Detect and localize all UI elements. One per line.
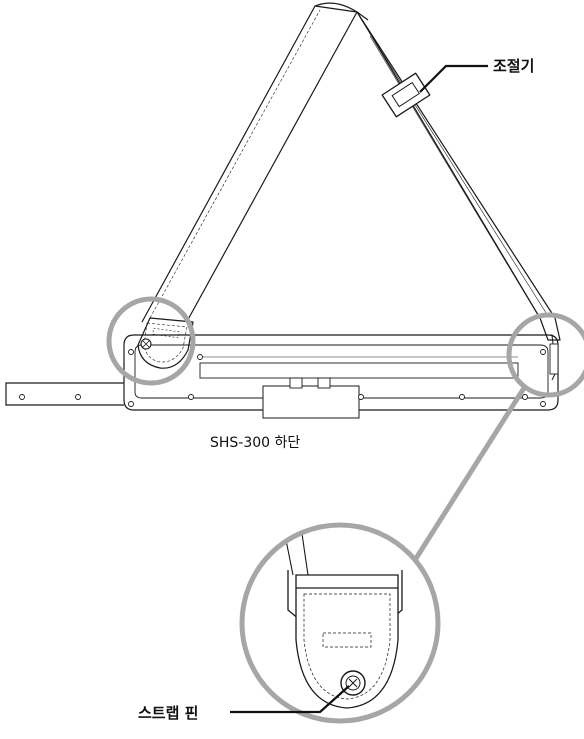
callout-circle-magnified	[239, 522, 441, 724]
instrument-neck	[5, 382, 124, 406]
instrument-inner-panel	[134, 344, 549, 399]
callout-circles-small	[106, 296, 584, 398]
strap-adjuster	[381, 72, 431, 118]
screw-dot	[358, 394, 364, 400]
instrument-connector-box	[262, 385, 360, 419]
screw-dot	[540, 349, 546, 355]
instrument-screws	[19, 349, 546, 407]
leader-lines	[230, 64, 488, 714]
instrument-outline	[123, 334, 559, 411]
screw-dot	[128, 401, 134, 407]
magnified-strap-end	[295, 574, 399, 709]
magnified-view	[239, 522, 441, 724]
strap-top-fold	[314, 2, 369, 21]
adjuster-label: 조절기	[493, 57, 535, 75]
callout-circle-right	[506, 312, 584, 398]
leader-strap-pin	[230, 685, 350, 714]
left-strap-pin	[140, 338, 152, 350]
screw-dot	[459, 394, 465, 400]
screw-dot	[75, 394, 81, 400]
instrument-slot	[199, 362, 519, 379]
screw-dot	[197, 354, 203, 360]
callout-circle-left	[106, 296, 196, 386]
instrument-body	[5, 334, 559, 419]
screw-dot	[19, 394, 25, 400]
callout-connector	[412, 386, 527, 562]
strap-left-segment	[141, 5, 358, 326]
strap-right-segment	[356, 11, 561, 341]
leader-adjuster	[419, 64, 488, 93]
screw-dot	[522, 394, 528, 400]
screw-dot	[188, 394, 194, 400]
model-bottom-caption: SHS-300 하단	[210, 435, 301, 451]
screw-dot	[540, 401, 546, 407]
screw-dot	[128, 349, 134, 355]
strap-pin-label: 스트랩 핀	[138, 704, 199, 722]
